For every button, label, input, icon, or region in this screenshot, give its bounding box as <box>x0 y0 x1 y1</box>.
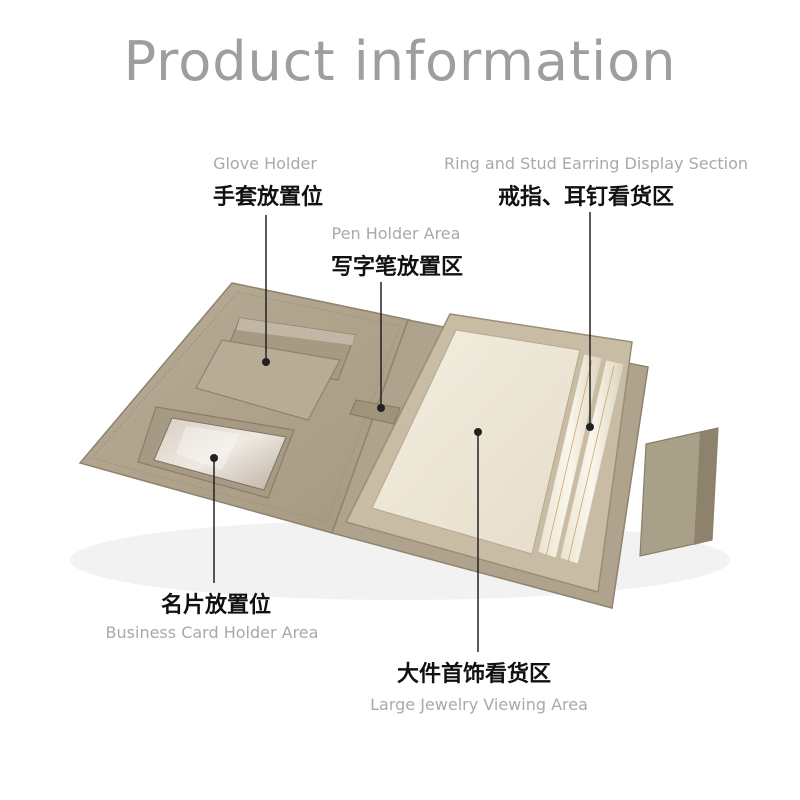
card-holder-label-zh: 名片放置位 <box>160 593 272 618</box>
glove-holder-pouch <box>195 339 341 421</box>
card-holder-label-en: Business Card Holder Area <box>105 623 319 642</box>
large-jewelry-label-en: Large Jewelry Viewing Area <box>370 695 588 714</box>
glove-holder-label-en: Glove Holder <box>213 154 317 173</box>
ring-display-rod-2 <box>559 359 625 565</box>
ring-section-label-zh: 戒指、耳钉看货区 <box>497 185 675 210</box>
ring-section-label-en: Ring and Stud Earring Display Section <box>443 154 749 173</box>
ring-rod-seam-2 <box>567 365 615 563</box>
card-pointer-dot <box>210 454 218 462</box>
large-pointer-dot <box>474 428 482 436</box>
ring-display-rod-1 <box>537 353 603 559</box>
pen-pointer-dot <box>377 404 385 412</box>
ring-pointer-dot <box>586 423 594 431</box>
large-jewelry-label-zh: 大件首饰看货区 <box>396 662 552 687</box>
window-reflection <box>176 426 240 470</box>
pen-holder-loop <box>349 399 401 425</box>
glove-pointer-dot <box>262 358 270 366</box>
large-jewelry-cushion <box>371 329 581 555</box>
page-title: Product information <box>123 30 677 93</box>
card-holder-window <box>153 417 287 491</box>
strap-end <box>694 428 718 545</box>
pen-holder-label-zh: 写字笔放置区 <box>330 255 464 280</box>
pen-holder-label-en: Pen Holder Area <box>331 224 461 243</box>
ring-rod-seam-1 <box>545 359 593 557</box>
glove-holder-label-zh: 手套放置位 <box>212 185 324 210</box>
